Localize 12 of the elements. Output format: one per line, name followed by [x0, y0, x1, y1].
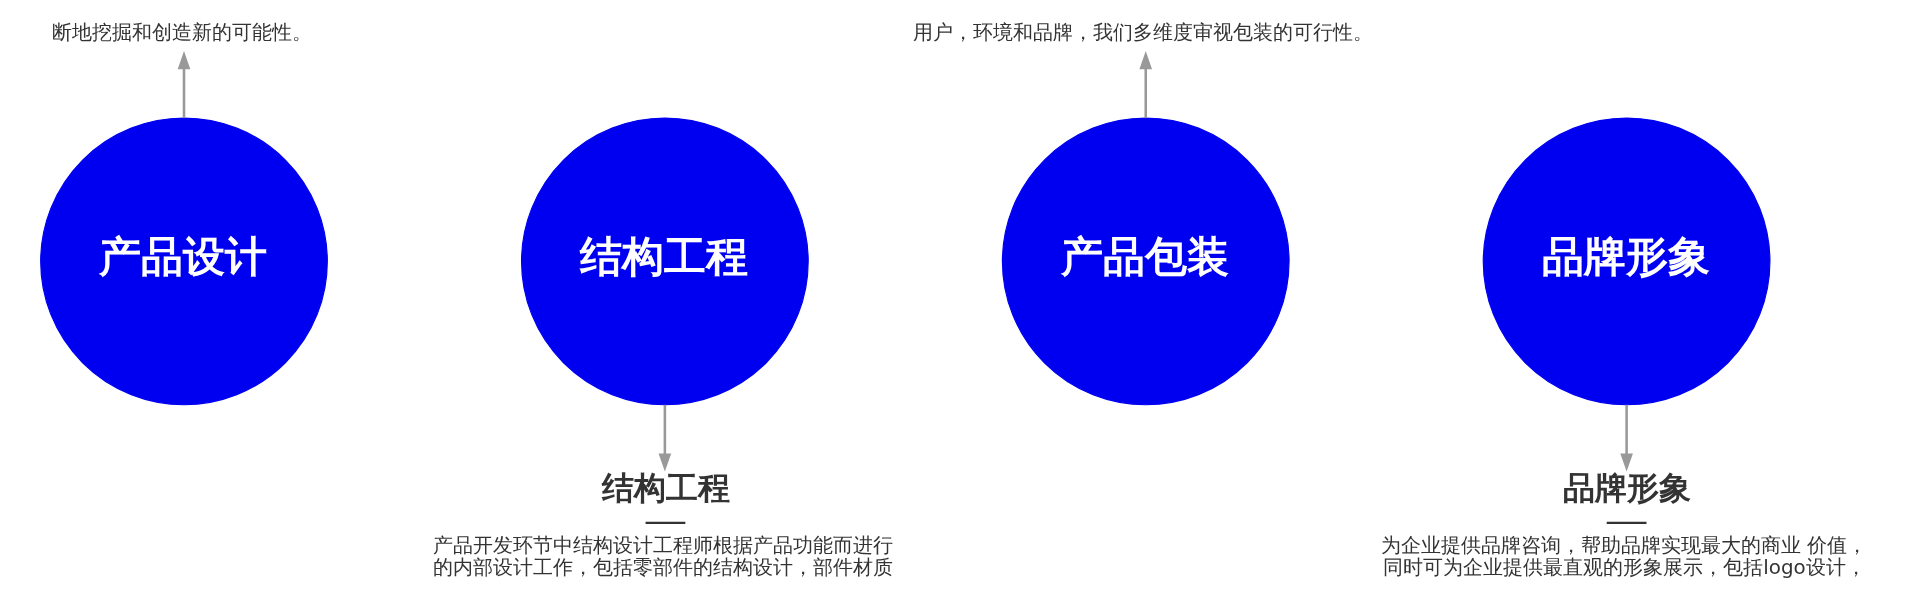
node-text: 品牌形象 为企业提供品牌咨询，帮助品牌实现最大的商业 价值，同时可为企业提供最直观的形象展示，包括logo设计，: [1380, 470, 1868, 579]
node-circle: 产品设计: [40, 117, 328, 406]
arrow: [1620, 404, 1633, 472]
node-text: 断地挖掘和创造新的可能性。: [52, 20, 313, 44]
arrow: [658, 404, 672, 472]
arrow: [177, 51, 191, 119]
node-text: 结构工程 产品开发环节中结构设计工程师根据产品功能而进行的内部设计工作，包括零部件的结构设计，部件材质: [433, 470, 894, 579]
node-circle: 品牌形象: [1482, 117, 1771, 406]
node-circle: 结构工程: [520, 117, 809, 406]
node-circle: 产品包装: [1001, 117, 1290, 406]
arrow: [1139, 51, 1153, 119]
node-text: 用户，环境和品牌，我们多维度审视包装的可行性。: [913, 20, 1374, 44]
